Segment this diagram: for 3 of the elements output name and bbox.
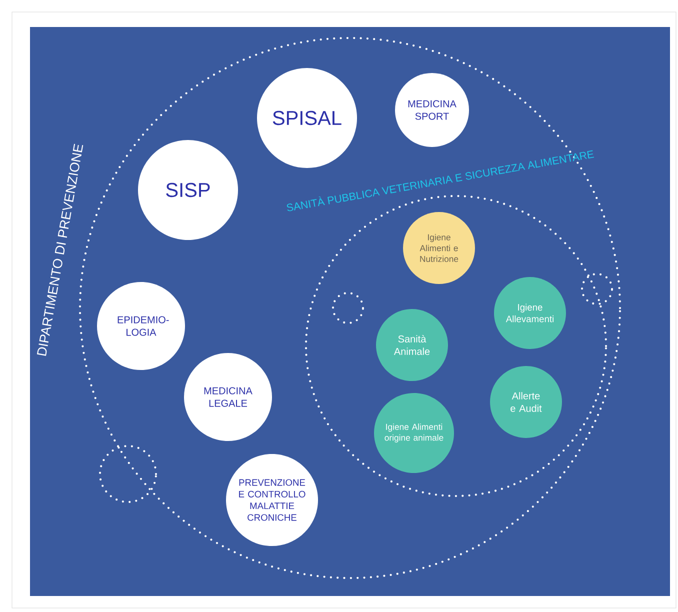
dotted-circle — [332, 292, 364, 324]
dotted-circle — [580, 272, 614, 306]
dotted-circle — [98, 444, 158, 504]
